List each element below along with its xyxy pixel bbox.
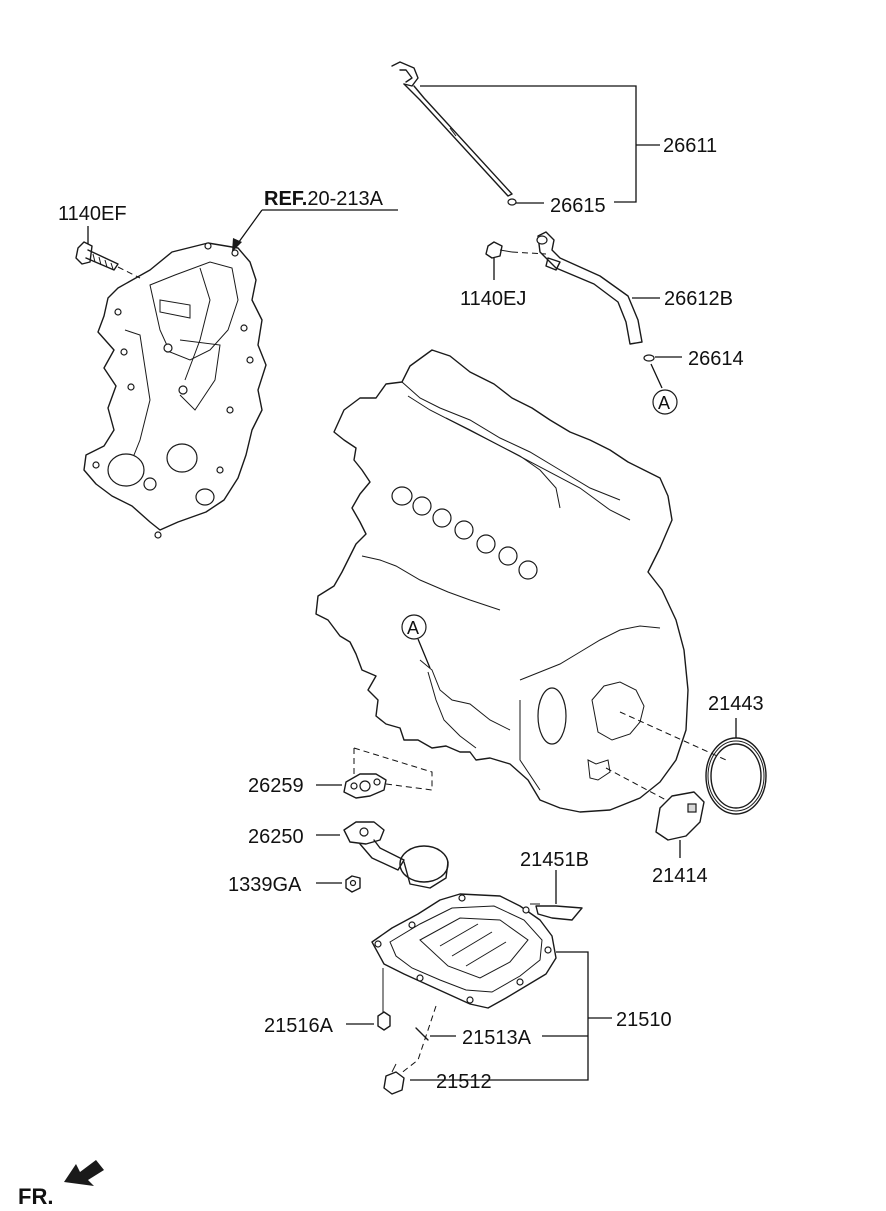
gasket-26259[interactable] xyxy=(343,773,387,799)
label-21451B: 21451B xyxy=(520,849,589,871)
drain-plug-21512[interactable] xyxy=(383,1063,405,1095)
dash-21443 xyxy=(619,711,727,761)
marker-a-top-text: A xyxy=(658,393,670,413)
sensor-21451B[interactable] xyxy=(530,903,583,921)
label-21414: 21414 xyxy=(652,865,708,887)
marker-a-engine-circle xyxy=(401,614,427,640)
label-26259: 26259 xyxy=(248,775,304,797)
label-26614: 26614 xyxy=(688,348,744,370)
label-21512: 21512 xyxy=(436,1071,492,1093)
ref-leader xyxy=(235,209,398,247)
o-ring-26615[interactable] xyxy=(507,198,517,206)
dash-21414 xyxy=(605,767,667,801)
oil-strainer-26250[interactable] xyxy=(343,821,449,889)
oil-screen-21414[interactable] xyxy=(655,791,705,841)
label-21443: 21443 xyxy=(708,693,764,715)
label-21516A: 21516A xyxy=(264,1015,334,1037)
label-front: FR. xyxy=(18,1184,53,1209)
marker-a-engine-text: A xyxy=(407,618,419,638)
bolt-1140EF[interactable] xyxy=(75,241,119,271)
ref-number: 20-213A xyxy=(307,188,383,210)
front-arrow-icon xyxy=(64,1160,104,1186)
marker-a-top-leader xyxy=(650,363,663,389)
leader-bolt-1140EF xyxy=(117,266,141,279)
label-26615: 26615 xyxy=(550,195,606,217)
label-26612B: 26612B xyxy=(664,288,733,310)
bolt-21516A[interactable] xyxy=(377,968,391,1031)
ref-arrow-icon xyxy=(232,238,242,252)
label-21510: 21510 xyxy=(616,1009,672,1031)
engine-block[interactable] xyxy=(315,349,689,813)
oil-pan-21510[interactable] xyxy=(371,893,557,1009)
leader-26611 xyxy=(420,85,660,203)
nut-1339GA[interactable] xyxy=(345,875,361,893)
marker-a-top-circle xyxy=(652,389,678,415)
label-26250: 26250 xyxy=(248,826,304,848)
dash-26259 xyxy=(353,747,433,791)
rear-oil-seal-21443[interactable] xyxy=(705,737,767,815)
oil-level-gauge-guide[interactable] xyxy=(536,231,643,345)
timing-chain-cover[interactable] xyxy=(83,242,267,539)
label-1140EF: 1140EF xyxy=(58,203,127,225)
gasket-21513A[interactable] xyxy=(415,1027,429,1041)
o-ring-26614[interactable] xyxy=(643,354,655,362)
label-1140EJ: 1140EJ xyxy=(460,288,526,310)
dash-drain xyxy=(399,1005,437,1075)
oil-level-gauge[interactable] xyxy=(391,61,513,197)
label-1339GA: 1339GA xyxy=(228,874,302,896)
bolt-1140EJ[interactable] xyxy=(485,241,513,259)
leader-bolt-1140EJ xyxy=(511,251,547,255)
label-21513A: 21513A xyxy=(462,1027,532,1049)
marker-a-engine-leader xyxy=(417,638,431,669)
ref-label: REF.20-213A xyxy=(264,188,384,210)
leader-21510 xyxy=(410,951,612,1081)
label-26611: 26611 xyxy=(663,135,717,157)
ref-prefix: REF. xyxy=(264,188,307,210)
